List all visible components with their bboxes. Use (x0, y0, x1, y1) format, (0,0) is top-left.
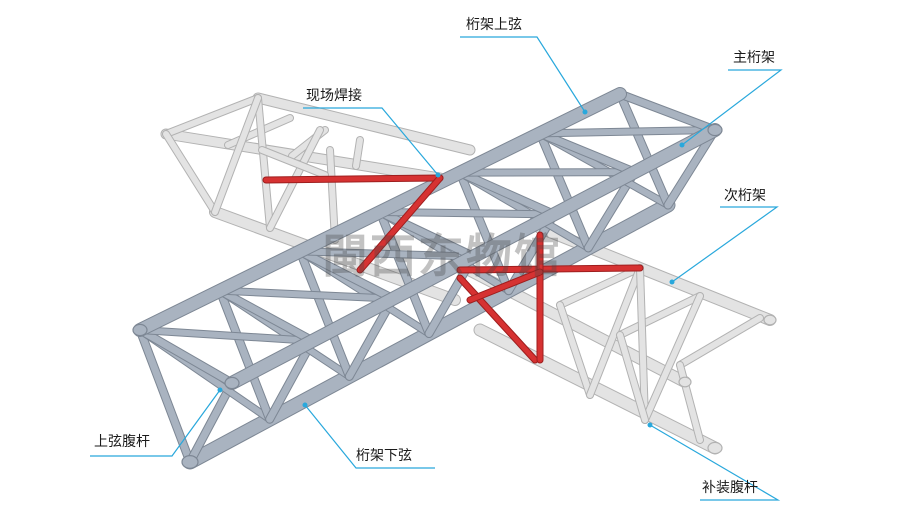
secondary-diagonal-web (163, 131, 218, 215)
main-top-web (136, 326, 236, 387)
field-weld-member (457, 265, 643, 273)
leader-lines (90, 36, 783, 501)
main-top-web (616, 90, 719, 134)
label-secondary-truss: 次桁架 (724, 188, 766, 204)
secondary-diagonal-web (212, 95, 261, 215)
leader-bottom-chord-dot (302, 402, 308, 408)
main-web-a (216, 287, 274, 423)
label-supplement-web: 补装腹杆 (702, 480, 758, 496)
main-top-diagonal (457, 169, 638, 176)
leader-supplement-web (649, 424, 781, 501)
main-top-web (376, 208, 477, 260)
leader-main-truss-dot (679, 142, 685, 148)
label-field-weld: 现场焊接 (306, 88, 362, 104)
label-main-truss: 主桁架 (733, 50, 775, 66)
leader-upper-web (90, 389, 221, 457)
secondary-diagonal-web (587, 265, 643, 398)
secondary-diagonal-web (637, 265, 648, 423)
secondary-chord-end (763, 314, 777, 326)
main-top-web (296, 247, 397, 303)
leader-top-chord (460, 36, 586, 113)
secondary-diagonal-web (255, 95, 273, 231)
label-bottom-chord: 桁架下弦 (356, 448, 412, 464)
main-chord-end (707, 123, 723, 137)
field-weld-member (457, 275, 538, 363)
leader-field-weld-dot (435, 172, 441, 178)
main-web-b (664, 126, 719, 209)
label-upper-web: 上弦腹杆 (94, 434, 150, 450)
leader-bottom-chord (304, 404, 435, 469)
secondary-top-chord (253, 93, 475, 155)
leader-field-weld (303, 107, 439, 176)
label-top-chord: 桁架上弦 (466, 17, 522, 33)
main-top-diagonal (537, 127, 718, 137)
brand-name: 大数跨境 (38, 482, 91, 497)
field-weld-member (357, 175, 443, 273)
secondary-top-web (677, 315, 763, 368)
main-top-chord (226, 124, 721, 389)
secondary-chord-end (707, 441, 723, 455)
watermark: 閩西东物馆 (322, 229, 562, 283)
main-top-web (456, 169, 558, 218)
main-web-a (616, 90, 672, 209)
main-top-diagonal (297, 248, 477, 260)
secondary-top-web (163, 95, 261, 137)
leader-top-chord-dot (582, 109, 588, 115)
main-web-a (536, 129, 592, 252)
main-web-b (266, 337, 316, 423)
secondary-diagonal-web (327, 147, 338, 243)
secondary-bottom-chord (474, 324, 721, 454)
field-weld-members (262, 174, 644, 364)
main-web-a (296, 247, 353, 380)
secondary-top-web (617, 293, 703, 338)
field-weld-member (263, 175, 443, 183)
main-web-b (345, 295, 397, 380)
secondary-diagonal-web (642, 293, 703, 423)
main-top-diagonal (217, 287, 396, 302)
main-top-diagonal (137, 327, 316, 344)
secondary-chord-end (678, 376, 692, 388)
main-top-web (536, 129, 638, 176)
main-chord-end (181, 455, 199, 470)
brand-icon (8, 483, 29, 496)
main-top-web (216, 287, 316, 345)
secondary-diagonal-web (259, 147, 328, 178)
main-chord-end (224, 376, 240, 390)
leader-secondary-truss-dot (669, 279, 675, 285)
leader-upper-web-dot (217, 387, 223, 393)
main-top-chord (134, 88, 626, 336)
secondary-diagonal-web (617, 332, 648, 423)
main-web-b (186, 379, 236, 466)
leader-supplement-web-dot (647, 422, 653, 428)
field-weld-member (467, 269, 543, 303)
main-truss (132, 87, 723, 470)
main-chord-end (132, 323, 148, 337)
leader-secondary-truss (671, 206, 779, 283)
brand-logo: 大数跨境 (8, 478, 90, 498)
secondary-top-web (557, 265, 643, 308)
main-web-a (376, 208, 433, 337)
leader-main-truss (681, 69, 783, 146)
secondary-top-web (353, 137, 363, 169)
main-web-a (136, 326, 194, 466)
secondary-diagonal-web (557, 302, 593, 398)
